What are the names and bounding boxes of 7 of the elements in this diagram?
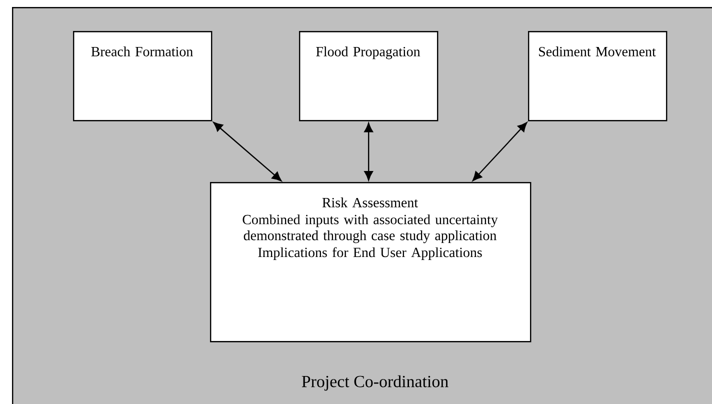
process-box: Breach Formation [73,31,212,122]
arrow [213,122,282,182]
arrow [472,122,528,182]
process-box: Sediment Movement [528,31,668,122]
process-box: Flood Propagation [299,31,438,122]
arrow [364,122,374,181]
process-box: Risk Assessment Combined inputs with associated uncertainty demonstrated through case study application Implications for End User Applications [210,182,532,342]
